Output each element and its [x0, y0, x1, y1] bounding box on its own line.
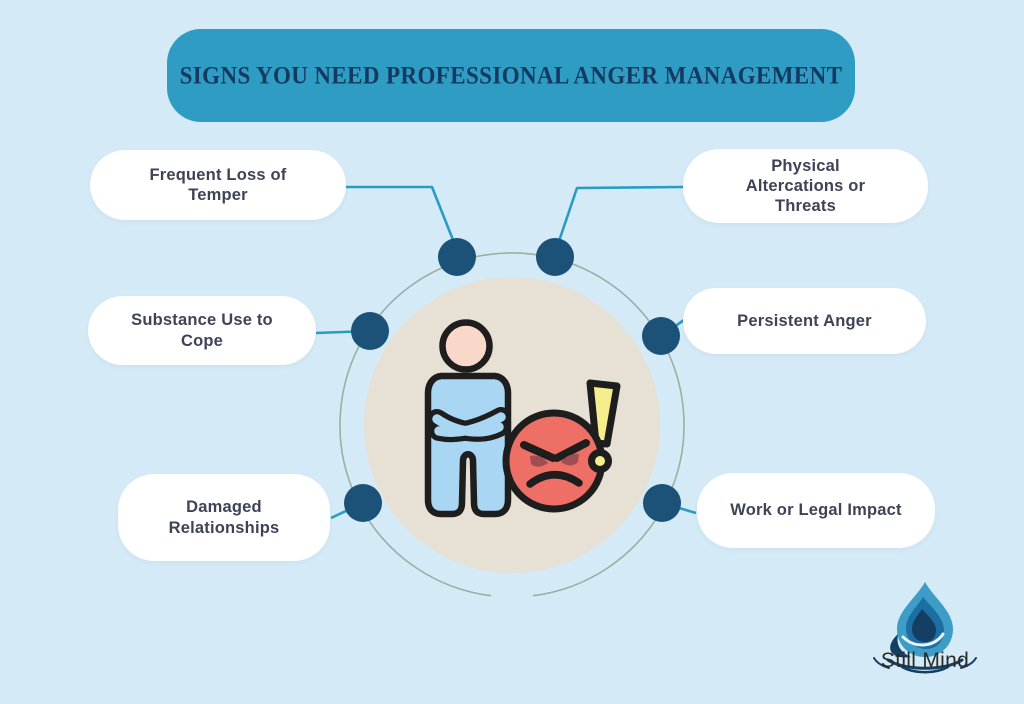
sign-label: Persistent Anger — [737, 311, 872, 330]
drop-wave-leaf — [890, 634, 911, 658]
still-mind-wordmark: Still Mind — [880, 649, 970, 672]
person-crossed-arms — [427, 407, 511, 443]
water-drop-core — [912, 609, 936, 642]
orbit-dots — [344, 238, 681, 522]
sign-label: Physical Altercations or Threats — [745, 156, 866, 216]
angry-emoji-icon — [502, 409, 606, 513]
still-mind-logo-icon — [873, 582, 977, 674]
sign-label: Frequent Loss of Temper — [149, 165, 287, 204]
dot-bottom-left — [344, 484, 382, 522]
emoji-eye-right — [561, 453, 579, 466]
sign-pill-work-or-legal-impact: Work or Legal Impact — [697, 473, 935, 548]
sign-label: Work or Legal Impact — [730, 501, 902, 520]
angry-person-icon — [424, 319, 512, 518]
dot-mid-left — [351, 312, 389, 350]
sign-pill-physical-altercations-or-threats: Physical Altercations or Threats — [683, 149, 928, 223]
emoji-frown — [526, 471, 583, 488]
drop-swirl-highlight — [901, 632, 945, 647]
title-banner: SIGNS YOU NEED PROFESSIONAL ANGER MANAGE… — [167, 29, 855, 122]
exclamation-mark-icon — [586, 379, 621, 448]
emoji-eye-left — [530, 455, 548, 467]
ripple-lines — [873, 657, 977, 674]
page-title: SIGNS YOU NEED PROFESSIONAL ANGER MANAGE… — [179, 61, 843, 89]
exclamation-dot — [588, 449, 612, 473]
sign-label: Substance Use to Cope — [131, 311, 273, 350]
dot-mid-right — [642, 317, 680, 355]
sign-pill-damaged-relationships: Damaged Relationships — [118, 474, 330, 561]
dot-top-right — [536, 238, 574, 276]
center-circle — [364, 277, 660, 573]
sign-label: Damaged Relationships — [168, 498, 280, 537]
emoji-brows — [520, 439, 590, 462]
connector-physical-altercations — [554, 185, 684, 251]
dot-bottom-right — [643, 484, 681, 522]
dot-top-left — [438, 238, 476, 276]
person-body — [424, 372, 512, 518]
connector-frequent-loss — [346, 185, 459, 251]
sign-pill-persistent-anger: Persistent Anger — [683, 288, 926, 354]
person-head — [439, 319, 493, 373]
sign-pill-frequent-loss-of-temper: Frequent Loss of Temper — [90, 150, 346, 220]
sign-pill-substance-use-to-cope: Substance Use to Cope — [88, 296, 316, 365]
